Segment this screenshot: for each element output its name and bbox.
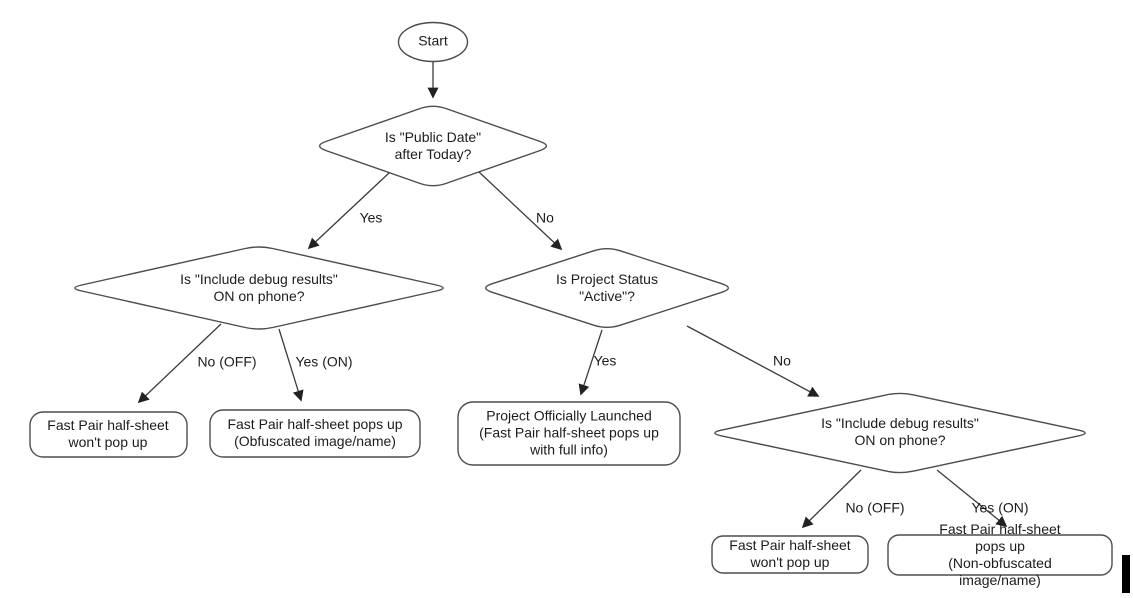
edge-label-project-status-yes: Yes <box>593 352 617 369</box>
result-no-popup-left-shape <box>29 411 188 458</box>
edge-label-public-date-yes: Yes <box>359 209 383 226</box>
edge-label-debug-left-yes: Yes (ON) <box>295 353 353 370</box>
edge-public-date-yes <box>307 172 390 250</box>
decision-debug-right-shape <box>714 392 1086 474</box>
edge-project-status-yes <box>578 329 603 396</box>
result-obfuscated-label: Fast Pair half-sheet pops up (Obfuscated… <box>227 416 403 449</box>
result-non-obfuscated-shape <box>887 534 1113 576</box>
edge-label-debug-right-yes: Yes (ON) <box>971 499 1029 516</box>
decision-project-status-label: Is Project Status "Active"? <box>556 271 658 304</box>
edge-debug-left-yes <box>278 328 304 402</box>
edge-label-debug-right-no: No (OFF) <box>845 499 905 516</box>
edge-debug-left-no <box>137 323 222 404</box>
start-node-shape <box>397 21 469 63</box>
edge-label-debug-left-no: No (OFF) <box>197 353 257 370</box>
result-obfuscated-shape <box>209 409 421 458</box>
decision-debug-right-label: Is "Include debug results" ON on phone? <box>821 415 979 448</box>
start-node-label: Start <box>418 32 448 49</box>
decision-project-status-shape <box>484 247 730 329</box>
decision-public-date-label: Is "Public Date" after Today? <box>384 129 482 162</box>
edge-debug-right-no <box>801 469 862 529</box>
decision-public-date-shape <box>318 105 548 187</box>
decision-debug-left-label: Is "Include debug results" ON on phone? <box>180 271 338 304</box>
edge-public-date-no <box>478 171 563 251</box>
text-cursor-artifact <box>1122 555 1130 593</box>
edge-debug-right-yes <box>936 469 1008 528</box>
result-no-popup-right-label: Fast Pair half-sheet won't pop up <box>729 537 851 570</box>
result-launched-label: Project Officially Launched (Fast Pair h… <box>479 407 659 458</box>
edge-project-status-no <box>686 325 820 397</box>
result-no-popup-left-label: Fast Pair half-sheet won't pop up <box>47 417 169 450</box>
result-launched-shape <box>457 401 681 466</box>
decision-debug-left-shape <box>74 246 444 330</box>
result-no-popup-right-shape <box>711 535 869 574</box>
result-non-obfuscated-label: Fast Pair half-sheet pops up (Non-obfusc… <box>939 521 1061 588</box>
edge-label-project-status-no: No <box>773 352 791 369</box>
edge-label-public-date-no: No <box>536 209 554 226</box>
